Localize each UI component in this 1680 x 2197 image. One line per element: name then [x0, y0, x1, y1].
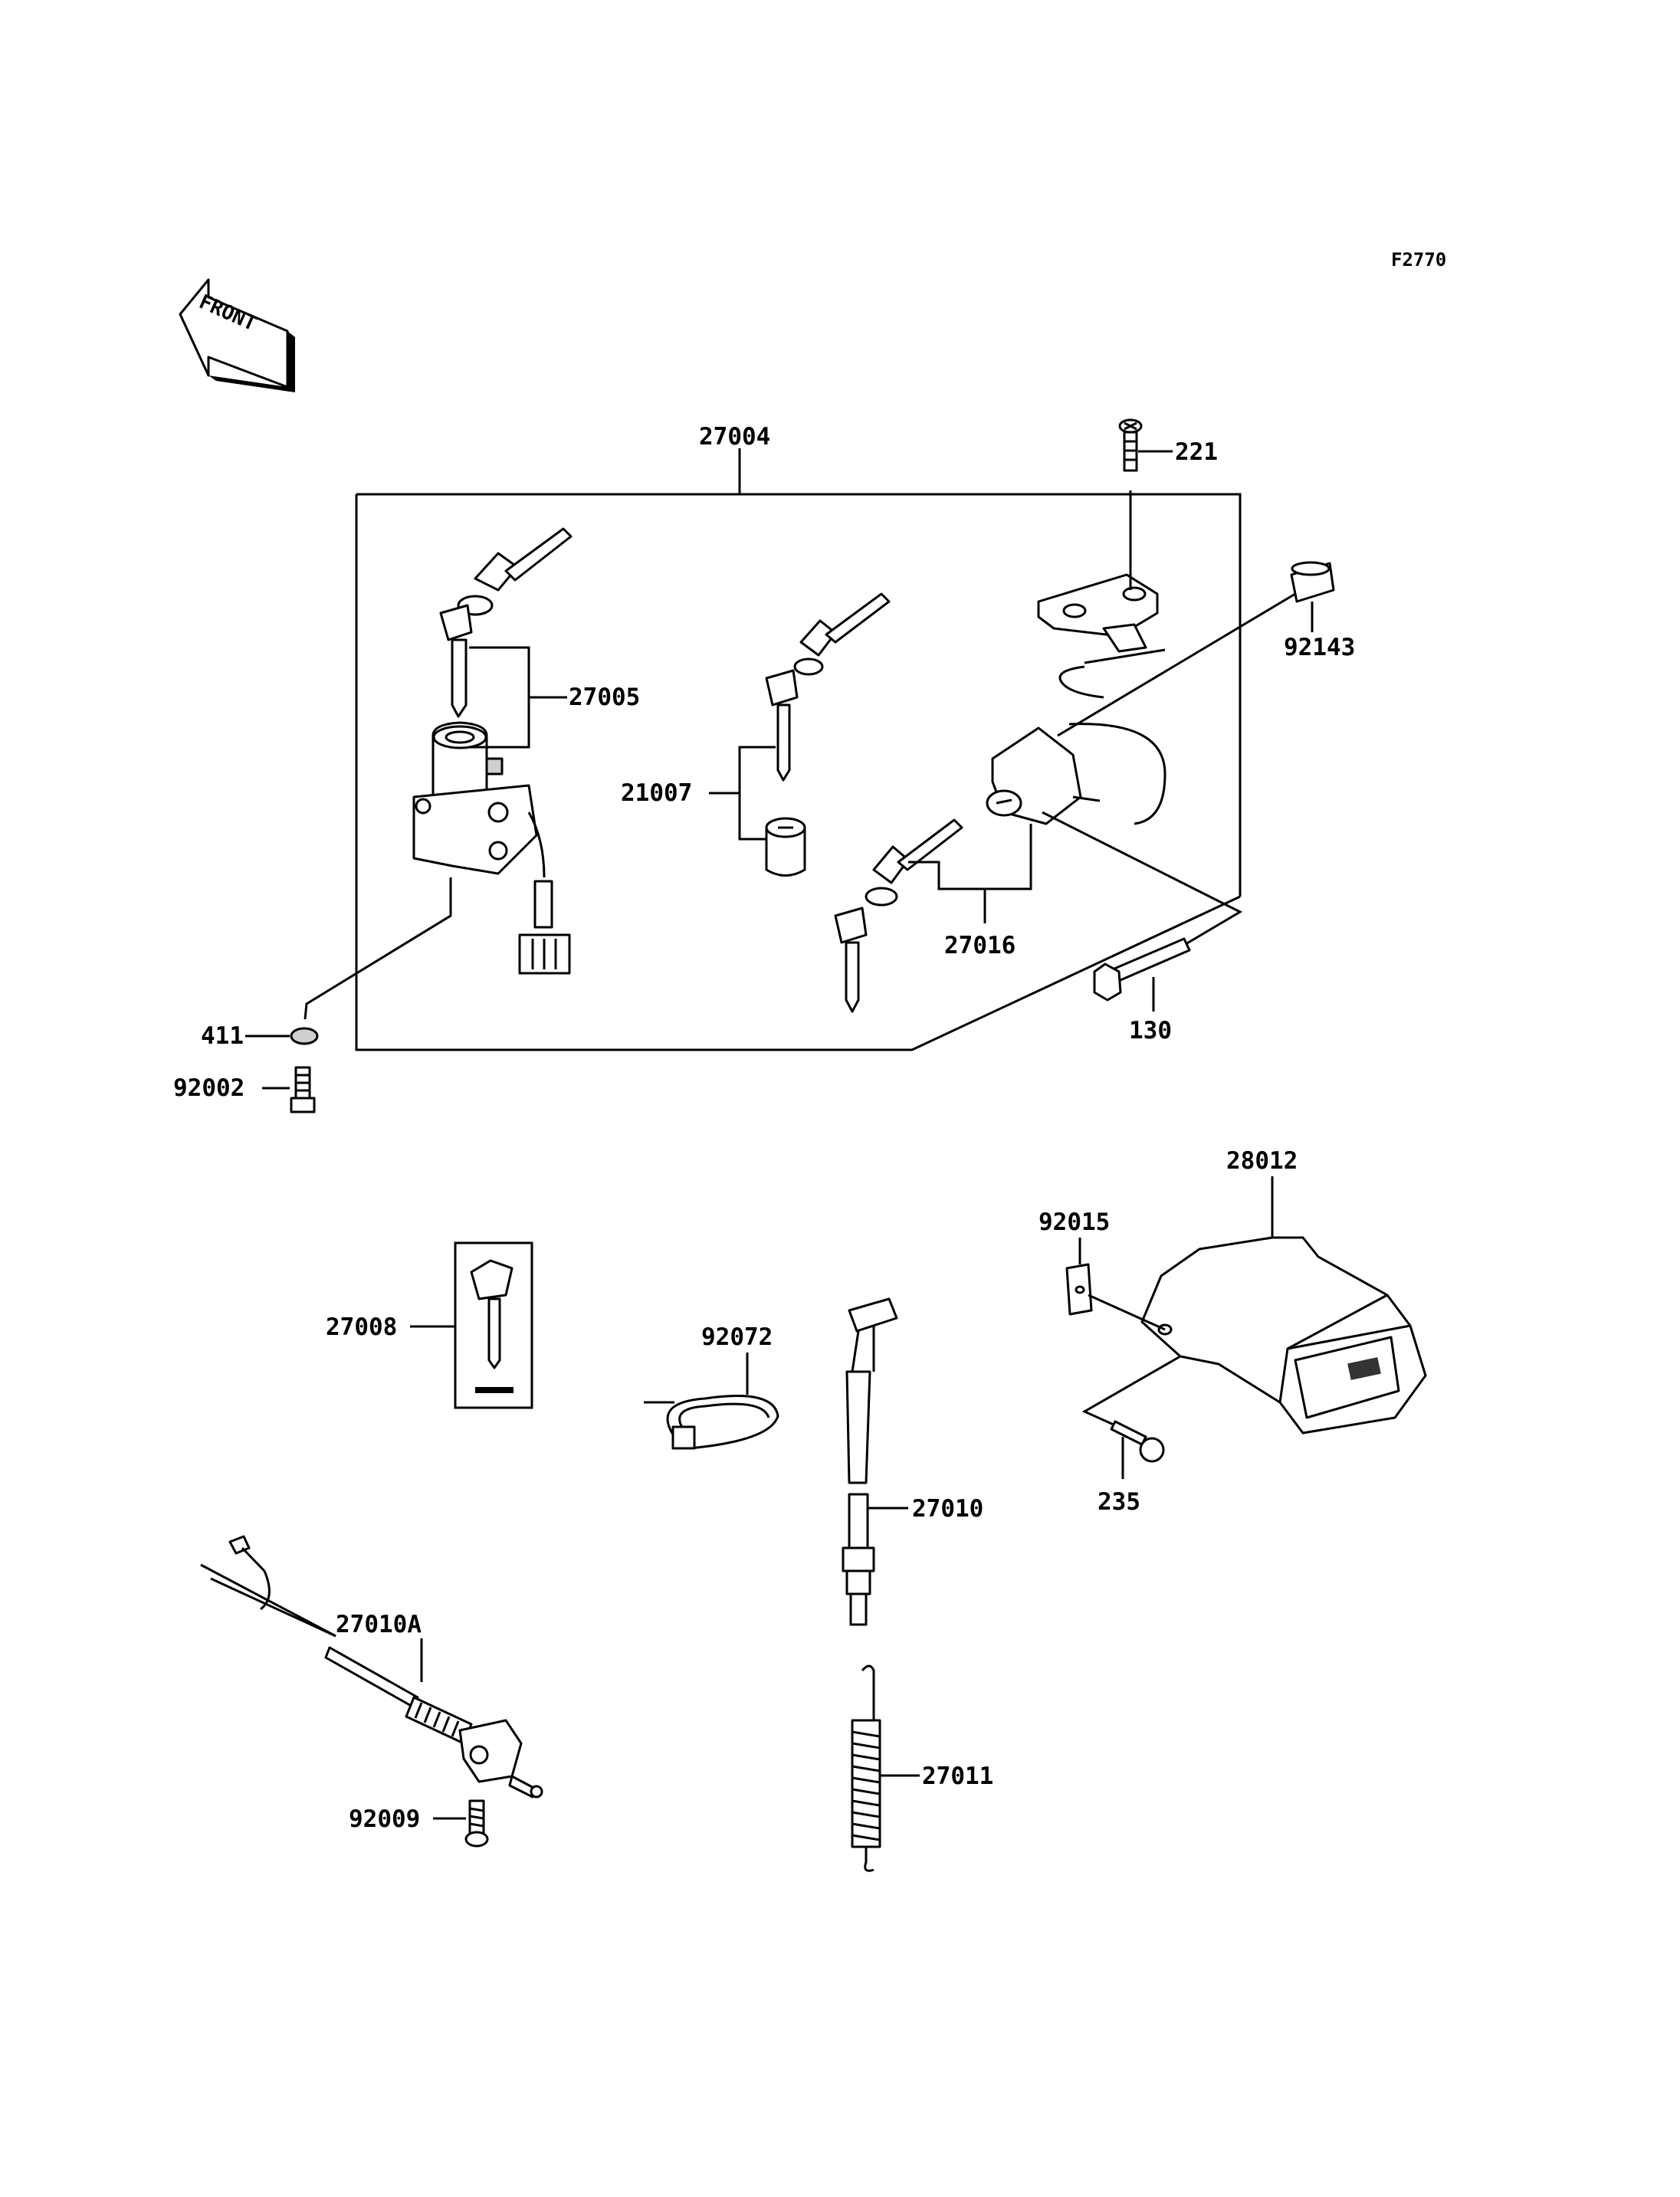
- label-27004: 27004: [699, 423, 770, 451]
- leader-27016: [908, 824, 1032, 890]
- spring-27011: [851, 1664, 881, 1872]
- label-92009: 92009: [349, 1805, 420, 1833]
- switch-assy-27010A: [200, 1535, 543, 1799]
- label-92143: 92143: [1284, 634, 1355, 661]
- figure-code: F2770: [1391, 249, 1446, 271]
- front-arrow-icon: FRONT: [179, 278, 295, 392]
- label-27008: 27008: [326, 1313, 397, 1341]
- label-21007: 21007: [621, 779, 692, 807]
- ignition-switch-part: [412, 721, 571, 975]
- label-235: 235: [1098, 1488, 1140, 1516]
- lock-bracket-part: [1037, 573, 1166, 699]
- bolt-130: [1093, 937, 1191, 1002]
- key-set-21007: [765, 592, 891, 877]
- seat-lock-27016: [834, 723, 1166, 1013]
- screw-92009: [464, 1799, 489, 1848]
- label-27011: 27011: [922, 1763, 993, 1790]
- key-set-27005: [439, 527, 573, 718]
- kit-27004-outline: [355, 448, 1242, 1051]
- label-28012: 28012: [1226, 1147, 1298, 1175]
- label-411: 411: [201, 1022, 244, 1050]
- label-221: 221: [1175, 438, 1218, 466]
- screw-235: [1110, 1420, 1165, 1463]
- label-27010: 27010: [912, 1495, 983, 1523]
- nut-92015: [1065, 1263, 1093, 1316]
- label-92002: 92002: [173, 1074, 244, 1102]
- label-27005: 27005: [569, 684, 640, 711]
- spacer-92143: [1290, 561, 1335, 603]
- label-27016: 27016: [944, 932, 1016, 959]
- key-blank-27008: [454, 1241, 533, 1409]
- cover-28012: [1140, 1236, 1427, 1435]
- label-92015: 92015: [1039, 1208, 1110, 1236]
- label-27010A: 27010A: [336, 1611, 422, 1638]
- label-130: 130: [1129, 1017, 1172, 1044]
- label-92072: 92072: [701, 1323, 773, 1351]
- bolt-92002: [290, 1066, 316, 1113]
- washer-411: [290, 1027, 319, 1045]
- screw-221: [1118, 418, 1143, 472]
- switch-27010: [842, 1297, 898, 1626]
- band-92072: [644, 1395, 779, 1450]
